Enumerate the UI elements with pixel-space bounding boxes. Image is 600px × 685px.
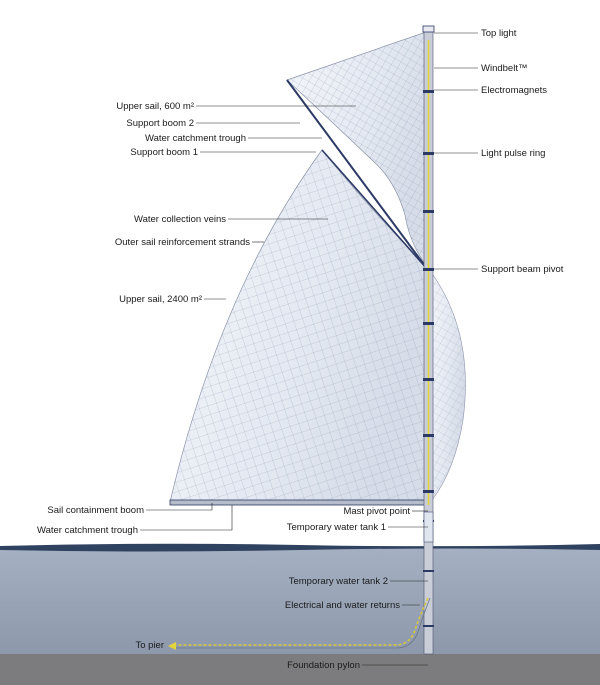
label-to-pier: To pier: [135, 640, 164, 651]
sail-containment-boom: [169, 499, 433, 506]
top-light-cap: [422, 25, 435, 33]
label-support-boom-2: Support boom 2: [126, 118, 194, 129]
seabed: [0, 654, 600, 685]
label-mast-pivot-point: Mast pivot point: [343, 506, 410, 517]
label-support-beam-pivot: Support beam pivot: [481, 264, 564, 275]
returns-line-shadow: [175, 597, 431, 649]
label-foundation-pylon: Foundation pylon: [287, 660, 360, 671]
label-sail-containment-boom: Sail containment boom: [47, 505, 144, 516]
label-windbelt: Windbelt™: [481, 63, 528, 74]
sea-surface: [0, 543, 600, 552]
label-water-collection-veins: Water collection veins: [133, 214, 226, 225]
to-pier-arrow: [168, 642, 176, 650]
label-upper-sail-600: Upper sail, 600 m²: [116, 101, 194, 112]
label-water-catchment-trough-upper: Water catchment trough: [144, 133, 246, 144]
label-temp-water-tank-1: Temporary water tank 1: [286, 522, 386, 533]
leader-lines-right: [362, 32, 478, 666]
label-temp-water-tank-2: Temporary water tank 2: [288, 576, 388, 587]
label-outer-sail-reinforcement: Outer sail reinforcement strands: [114, 237, 250, 248]
sea-body: [0, 546, 600, 654]
label-upper-sail-2400: Upper sail, 2400 m²: [119, 294, 202, 305]
label-top-light: Top light: [481, 28, 517, 39]
label-water-catchment-trough-lower: Water catchment trough: [36, 525, 138, 536]
leader-lines-left: [140, 105, 356, 531]
label-support-boom-1: Support boom 1: [130, 147, 198, 158]
label-light-pulse-ring: Light pulse ring: [481, 148, 546, 159]
support-boom-1: [321, 149, 429, 271]
label-electrical-water-returns: Electrical and water returns: [284, 600, 400, 611]
label-electromagnets: Electromagnets: [481, 85, 548, 96]
returns-line: [175, 597, 429, 646]
support-boom-2: [286, 79, 429, 271]
